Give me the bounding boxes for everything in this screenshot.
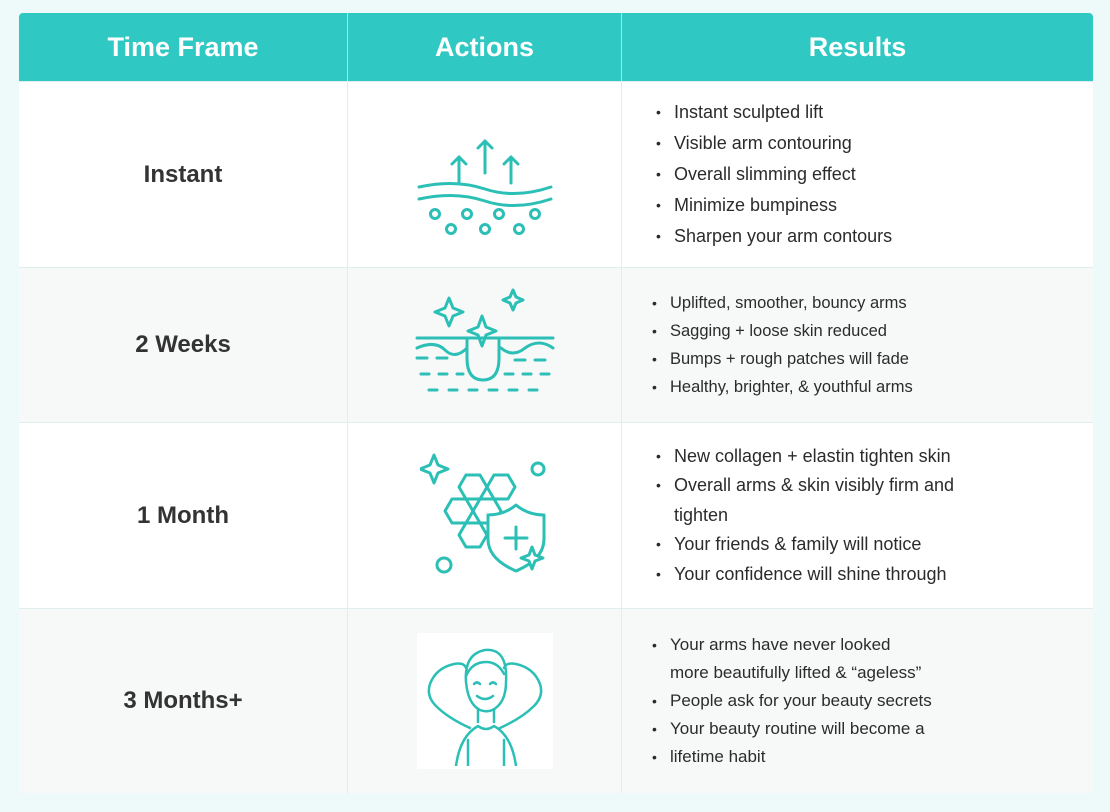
result-item: Sharpen your arm contours bbox=[654, 221, 892, 252]
time-frame-label: 1 Month bbox=[19, 423, 348, 608]
skin-lift-icon bbox=[417, 139, 552, 235]
result-item: Minimize bumpiness bbox=[654, 190, 892, 221]
result-item: Your arms have never looked bbox=[650, 631, 932, 659]
timeline-table: Time Frame Actions Results Instant Insta… bbox=[19, 13, 1093, 793]
results-list: Your arms have never looked more beautif… bbox=[650, 631, 932, 771]
table-row: 3 Months+ Your arms have never looked bbox=[19, 608, 1093, 793]
header-actions: Actions bbox=[348, 13, 622, 81]
result-item: more beautifully lifted & “ageless” bbox=[670, 663, 922, 682]
result-item: Overall arms & skin visibly firm and bbox=[654, 471, 954, 501]
results-list: New collagen + elastin tighten skin Over… bbox=[654, 442, 954, 590]
result-item: Bumps + rough patches will fade bbox=[650, 345, 913, 373]
result-item: Your beauty routine will become a bbox=[650, 715, 932, 743]
result-item: New collagen + elastin tighten skin bbox=[654, 442, 954, 472]
time-frame-label: 3 Months+ bbox=[19, 609, 348, 793]
results-list: Uplifted, smoother, bouncy arms Sagging … bbox=[650, 289, 913, 401]
result-item: People ask for your beauty secrets bbox=[650, 687, 932, 715]
result-item: Visible arm contouring bbox=[654, 128, 892, 159]
result-item: lifetime habit bbox=[650, 743, 932, 771]
header-results: Results bbox=[808, 31, 907, 62]
time-frame-label: 2 Weeks bbox=[19, 268, 348, 422]
table-row: 1 Month New collagen + elastin tighten s… bbox=[19, 422, 1093, 608]
result-item: Uplifted, smoother, bouncy arms bbox=[650, 289, 913, 317]
relaxed-woman-icon bbox=[427, 648, 542, 766]
result-item: Your friends & family will notice bbox=[654, 530, 954, 560]
header-time-frame: Time Frame bbox=[19, 13, 348, 81]
table-row: 2 Weeks Uplifted, smoother, bouncy arms bbox=[19, 267, 1093, 422]
result-item: Overall slimming effect bbox=[654, 159, 892, 190]
result-item: tighten bbox=[674, 504, 729, 525]
table-header: Time Frame Actions Results bbox=[19, 13, 1093, 81]
skin-sparkle-icon bbox=[415, 288, 554, 391]
collagen-shield-icon bbox=[419, 453, 545, 573]
time-frame-label: Instant bbox=[19, 82, 348, 267]
result-item: Healthy, brighter, & youthful arms bbox=[650, 373, 913, 401]
result-item: Instant sculpted lift bbox=[654, 97, 892, 128]
result-item: Your confidence will shine through bbox=[654, 560, 954, 590]
result-item: Sagging + loose skin reduced bbox=[650, 317, 913, 345]
table-row: Instant Instant sculpted lift Visible ar… bbox=[19, 81, 1093, 267]
results-list: Instant sculpted lift Visible arm contou… bbox=[654, 97, 892, 252]
